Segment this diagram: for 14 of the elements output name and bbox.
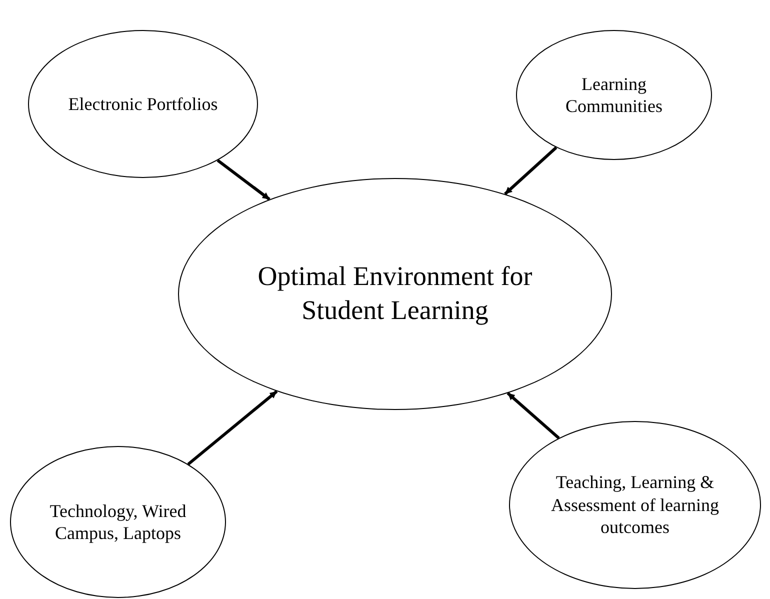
ellipse-node: [28, 30, 258, 178]
arrow: [504, 146, 558, 196]
node-label: Electronic Portfolios: [68, 92, 218, 116]
ellipse-node: [178, 178, 612, 410]
ellipse-node: [10, 446, 226, 598]
arrow: [187, 390, 278, 466]
node-label: Technology, Wired Campus, Laptops: [48, 500, 188, 544]
node-label: Learning Communities: [564, 72, 664, 118]
ellipse-node: [516, 30, 712, 160]
arrow: [506, 392, 560, 440]
ellipse-node: [509, 421, 761, 589]
node-label: Optimal Environment for Student Learning: [256, 260, 534, 327]
node-label: Teaching, Learning & Assessment of learning outcomes: [550, 471, 720, 539]
arrow: [216, 159, 270, 201]
